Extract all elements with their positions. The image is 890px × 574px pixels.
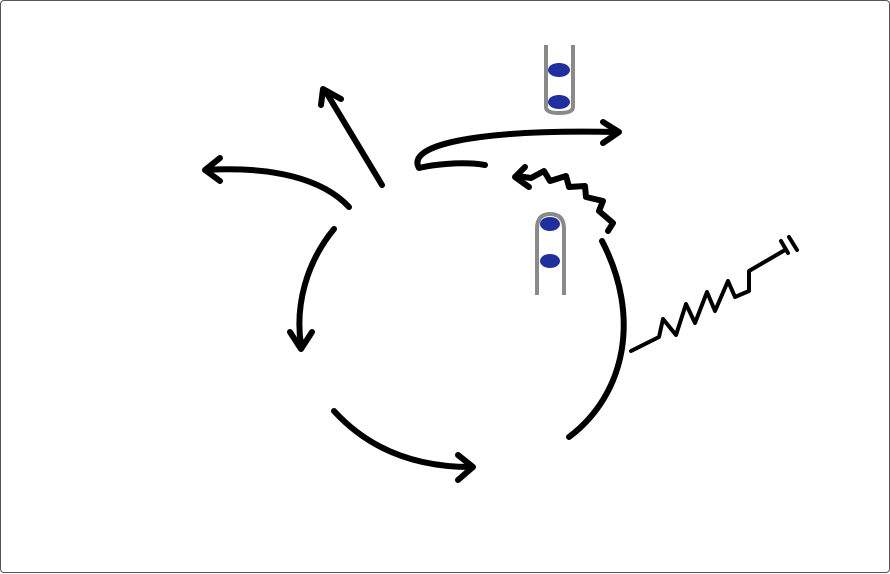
left-arc bbox=[296, 226, 337, 348]
spring-arrowhead bbox=[512, 164, 532, 190]
spring-arrow bbox=[514, 168, 616, 234]
test-tube-icon bbox=[544, 45, 575, 116]
test-tube-icon bbox=[535, 211, 566, 295]
upper-arrowhead bbox=[318, 86, 344, 108]
bottom-arrowhead bbox=[455, 452, 476, 483]
right-spring bbox=[629, 248, 787, 353]
top-right-arrow bbox=[414, 128, 620, 171]
ground-icon bbox=[779, 235, 799, 255]
left-arrowhead bbox=[287, 329, 315, 352]
upper-left-arrowhead bbox=[202, 155, 223, 184]
bottom-arc bbox=[331, 408, 474, 470]
upper-arrow bbox=[323, 89, 385, 188]
top-right-arrowhead bbox=[600, 119, 622, 146]
upper-left-arrow bbox=[203, 166, 352, 210]
right-arc bbox=[566, 238, 627, 440]
